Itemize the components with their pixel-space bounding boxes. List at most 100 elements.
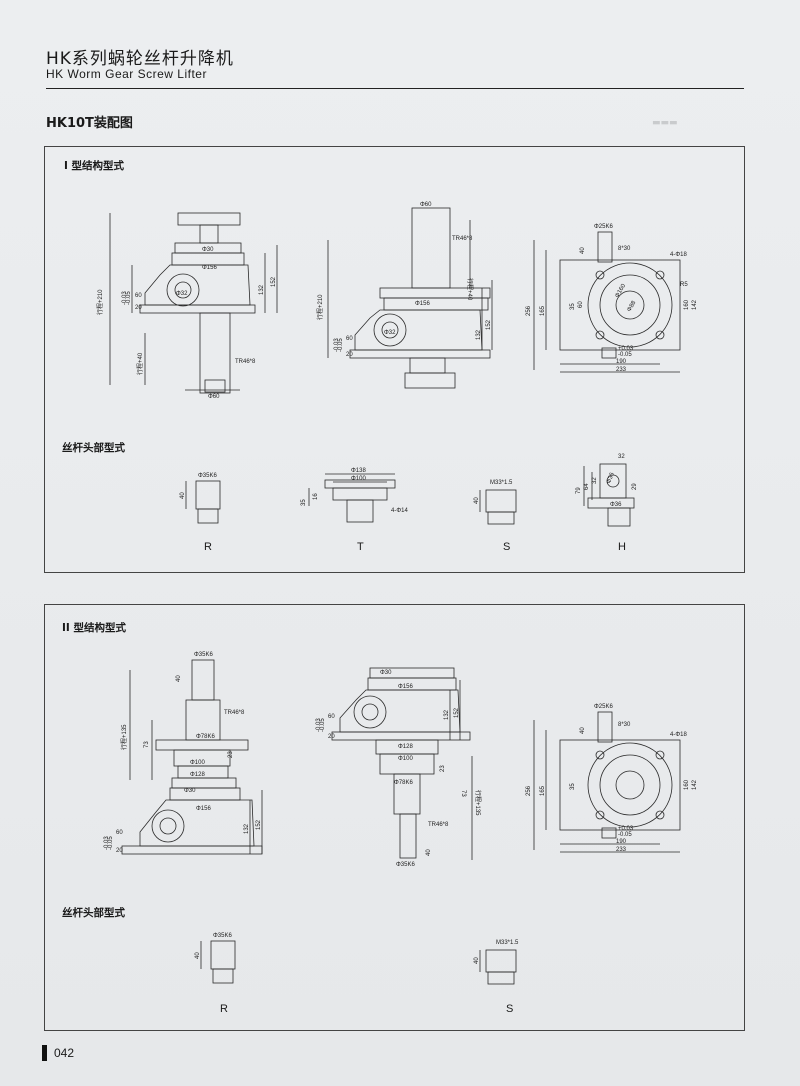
- dim-stroke-210: 行程+210: [316, 294, 324, 320]
- type-1-upright-drawing: 行程+210 Φ30 Φ156 Φ32 -0.03 -0.05 60 20 13…: [96, 212, 278, 400]
- dim-phi35k6: Φ35K6: [198, 473, 217, 479]
- dim-phi60: Φ60: [208, 394, 220, 400]
- dim-73: 73: [144, 741, 150, 748]
- dim-m33: M33*1.5: [490, 480, 513, 486]
- dim-4-phi14: 4-Φ14: [391, 508, 408, 514]
- dim-35: 35: [301, 499, 307, 506]
- dim-190: 190: [616, 359, 627, 365]
- dim-r5: R5: [680, 282, 688, 288]
- dim-40: 40: [176, 675, 182, 682]
- dim-tol-plus: +0.03: [618, 826, 634, 832]
- dim-32-top: 32: [618, 454, 625, 460]
- dim-64: 64: [584, 483, 590, 490]
- dim-16: 16: [313, 493, 319, 500]
- dim-tr46: TR46*8: [224, 710, 245, 716]
- dim-20: 20: [135, 305, 142, 311]
- dim-tol-a: -0.03: [316, 718, 322, 732]
- dim-132: 132: [259, 284, 265, 295]
- type-1-head-r: Φ35K6 40: [180, 473, 221, 524]
- type-2-inverted-drawing: Φ30 Φ156 132 152 -0.03 -0.05 60 20 Φ128 …: [316, 667, 482, 868]
- type-1-label: I 型结构型式: [64, 160, 125, 172]
- dim-35: 35: [570, 303, 576, 310]
- dim-phi156: Φ156: [196, 806, 211, 812]
- dim-phi25k6: Φ25K6: [594, 224, 613, 230]
- dim-phi35k6: Φ35K6: [194, 652, 213, 658]
- dim-32-side: 32: [592, 477, 598, 484]
- dim-20: 20: [116, 848, 123, 854]
- dim-132: 132: [476, 329, 482, 340]
- dim-phi35k6: Φ35K6: [213, 933, 232, 939]
- type-2-head-s: M33*1.5 40: [474, 940, 519, 985]
- type-1-top-view: Φ25K6 8*30 4-Φ18 40 165 256 35 +0.03 -0.…: [526, 224, 698, 373]
- dim-phi30: Φ30: [380, 670, 392, 676]
- type-2-label: II 型结构型式: [62, 622, 126, 634]
- dim-20: 20: [346, 352, 353, 358]
- dim-phi138: Φ138: [351, 468, 366, 474]
- dim-phi32: Φ32: [384, 330, 396, 336]
- dim-40: 40: [580, 247, 586, 254]
- dim-phi100: Φ100: [351, 476, 366, 482]
- head-h-label: H: [618, 541, 626, 553]
- dim-23: 23: [228, 751, 234, 758]
- dim-152: 152: [454, 707, 460, 718]
- type-1-head-s: M33*1.5 40: [474, 480, 517, 525]
- dim-phi60: Φ60: [420, 202, 432, 208]
- dim-60: 60: [578, 301, 584, 308]
- dim-tr46: TR46*8: [452, 236, 473, 242]
- dim-60: 60: [328, 714, 335, 720]
- bleed-through-mark: ▬▬▬: [652, 118, 678, 128]
- dim-60: 60: [116, 830, 123, 836]
- dim-stroke-135: 行程+135: [120, 724, 128, 750]
- dim-256: 256: [526, 785, 532, 796]
- dim-40: 40: [474, 957, 480, 964]
- title-divider: [46, 88, 744, 89]
- dim-tr46: TR46*8: [235, 359, 256, 365]
- dim-60: 60: [346, 336, 353, 342]
- dim-73: 73: [460, 790, 466, 797]
- dim-tol-a: -0.03: [334, 338, 340, 352]
- dim-phi78k6: Φ78K6: [394, 780, 413, 786]
- dim-phi128: Φ128: [190, 772, 205, 778]
- dim-142: 142: [692, 779, 698, 790]
- page-number: 042: [42, 1046, 74, 1060]
- dim-40: 40: [474, 497, 480, 504]
- dim-233: 233: [616, 847, 627, 853]
- dim-phi78k6: Φ78K6: [196, 734, 215, 740]
- dim-165: 165: [540, 305, 546, 316]
- dim-m33: M33*1.5: [496, 940, 519, 946]
- dim-phi156: Φ156: [398, 684, 413, 690]
- dim-29: 29: [632, 483, 638, 490]
- page-number-text: 042: [54, 1046, 75, 1060]
- dim-tol-b: -0.05: [126, 291, 132, 305]
- dim-40: 40: [195, 952, 201, 959]
- dim-152: 152: [486, 319, 492, 330]
- dim-8x30: 8*30: [618, 246, 631, 252]
- dim-tol-plus: +0.03: [618, 346, 634, 352]
- dim-tol-b: -0.05: [320, 718, 326, 732]
- dim-165: 165: [540, 785, 546, 796]
- dim-132: 132: [244, 823, 250, 834]
- type-2-screw-head-label: 丝杆头部型式: [62, 907, 125, 919]
- page-marker: [42, 1045, 47, 1061]
- dim-60: 60: [135, 293, 142, 299]
- dim-phi160: Φ160: [615, 283, 628, 299]
- dim-tol-minus: -0.05: [618, 352, 632, 358]
- dim-stroke-135: 行程+135: [474, 790, 482, 816]
- type-2-head-r: Φ35K6 40: [195, 933, 236, 984]
- dim-tr46: TR46*8: [428, 822, 449, 828]
- dim-190: 190: [616, 839, 627, 845]
- dim-40: 40: [426, 849, 432, 856]
- type-1-panel: [44, 146, 745, 573]
- type-2-panel: [44, 604, 745, 1031]
- head-t-label: T: [357, 541, 364, 553]
- dim-phi35k6: Φ35K6: [396, 862, 415, 868]
- dim-4-phi18: 4-Φ18: [670, 252, 687, 258]
- dim-phi30: Φ30: [184, 788, 196, 794]
- type-2-top-view: Φ25K6 8*30 4-Φ18 40 256 165 35 +0.03 -0.…: [526, 704, 698, 853]
- dim-tol-a: -0.03: [122, 291, 128, 305]
- page-title-english: HK Worm Gear Screw Lifter: [46, 67, 207, 81]
- type-2-upright-drawing: Φ35K6 40 行程+135 TR46*8 Φ78K6 73 Φ100 Φ12…: [104, 652, 263, 855]
- dim-tol-b: -0.05: [108, 836, 114, 850]
- dim-160: 160: [684, 299, 690, 310]
